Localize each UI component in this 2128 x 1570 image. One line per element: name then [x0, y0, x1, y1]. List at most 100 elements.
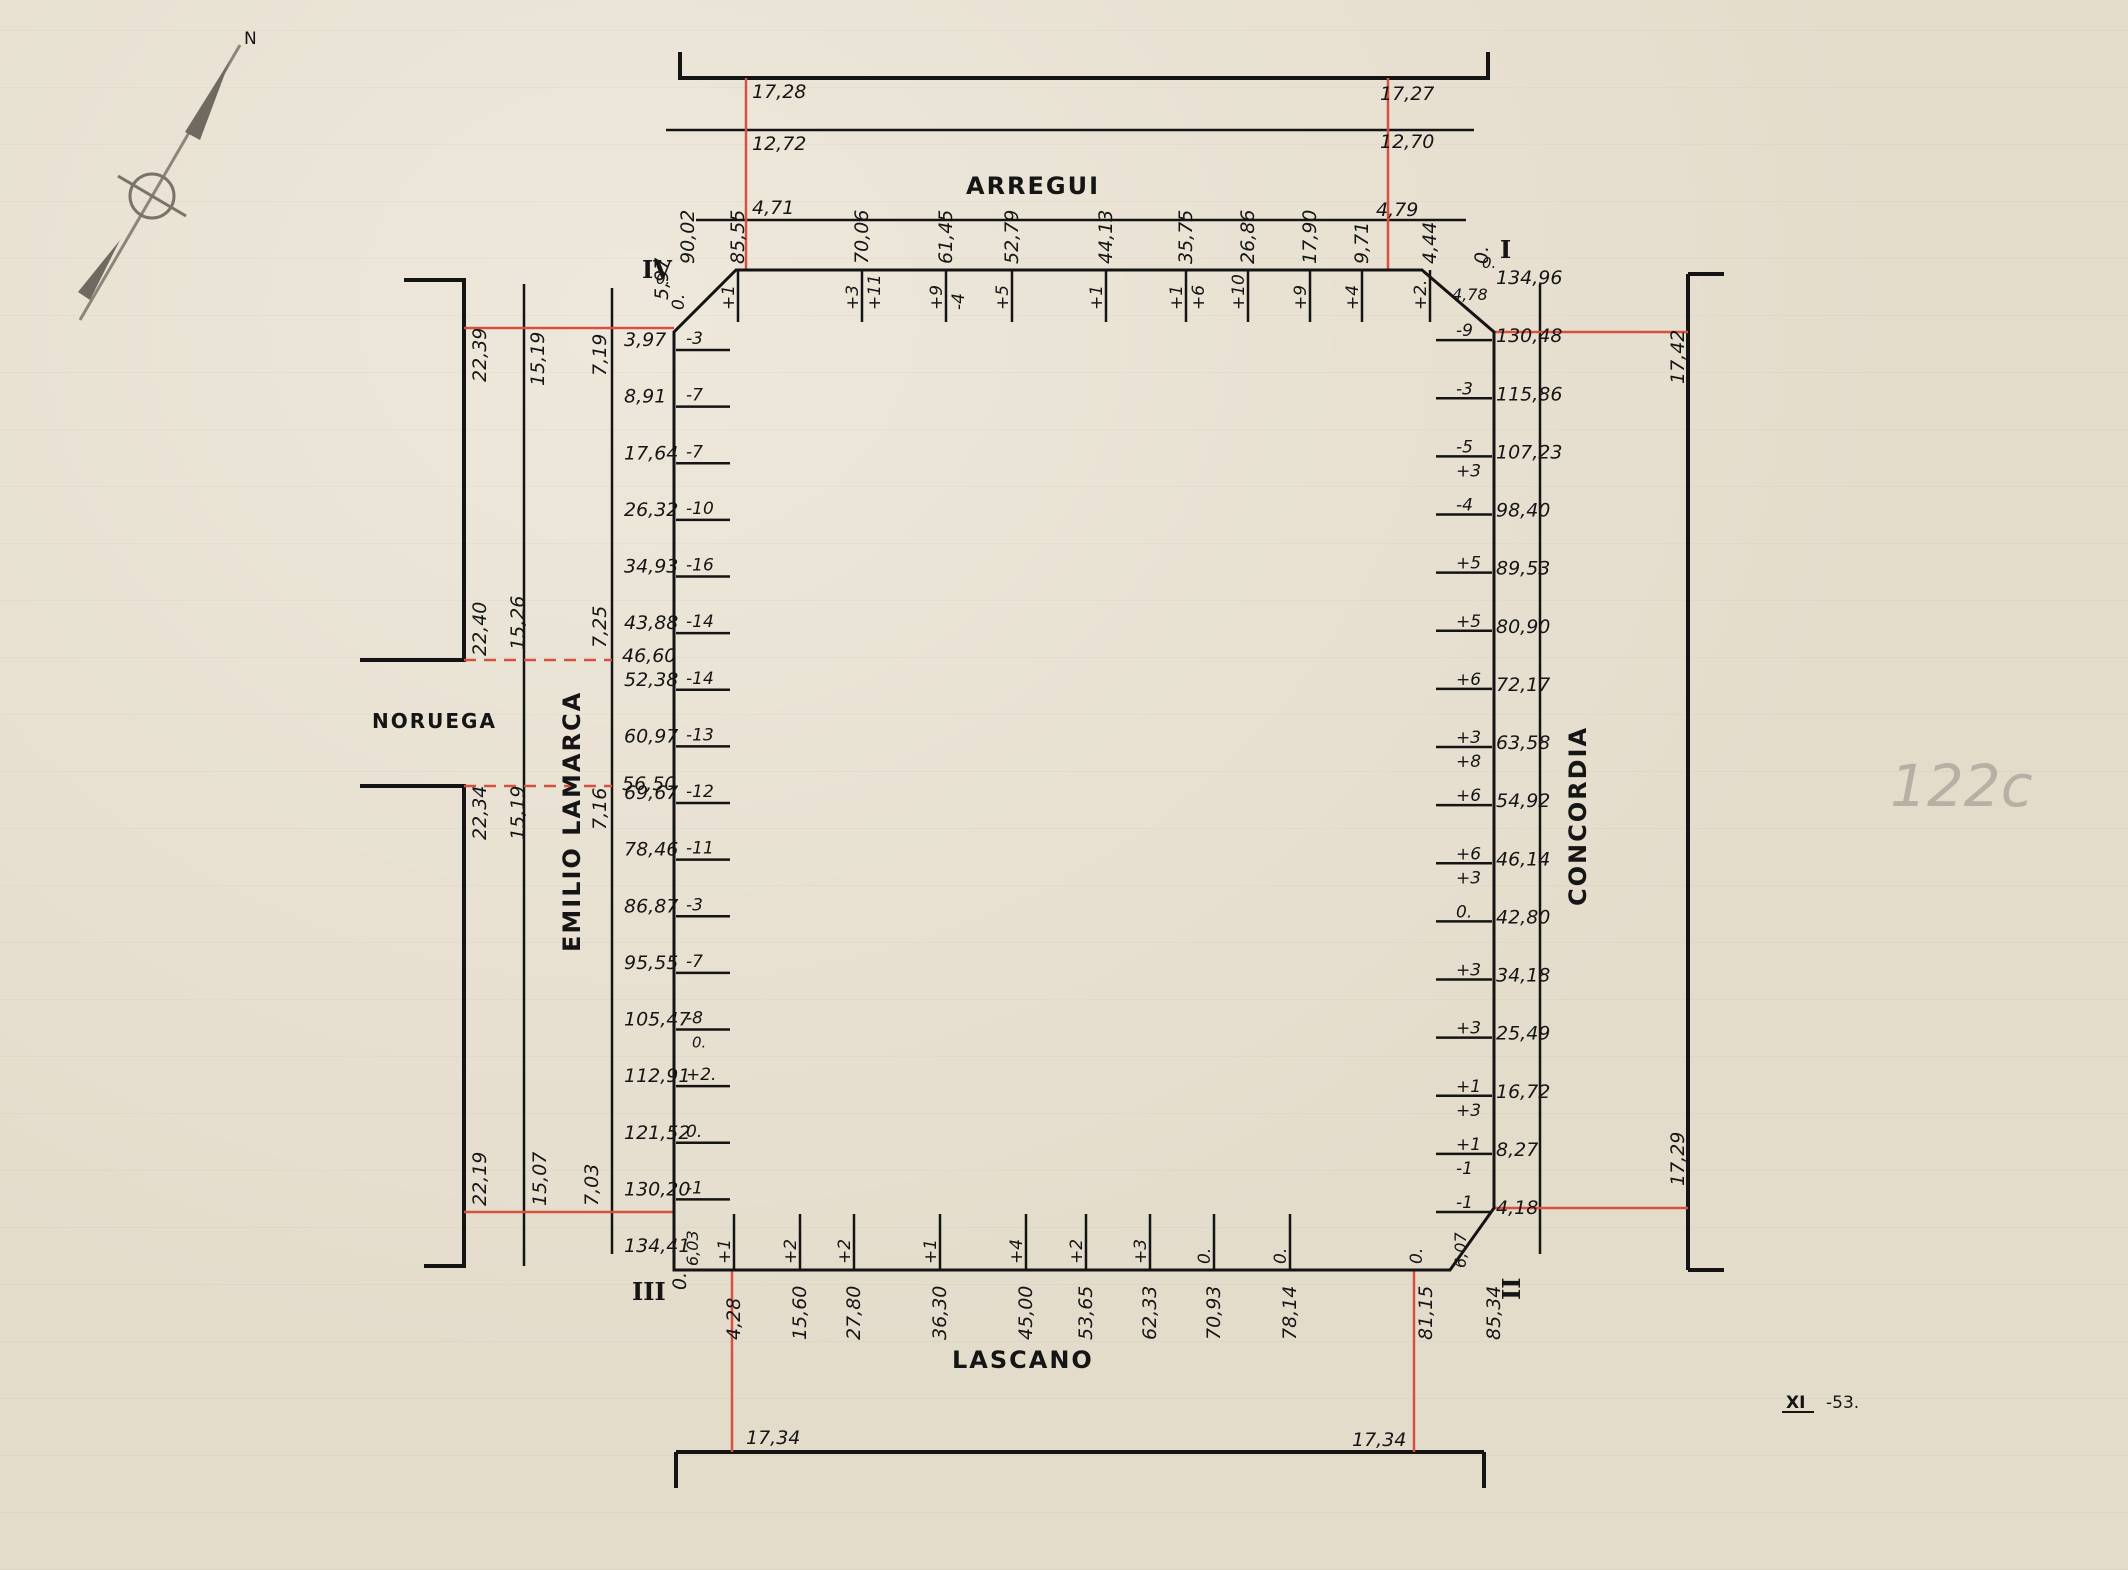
right-station-offset: +1 [1456, 1135, 1481, 1155]
right-station-offset: -4 [1456, 496, 1473, 516]
left-station-offset: -16 [686, 556, 714, 576]
top-station-dist: 44,13 [1095, 210, 1117, 264]
chamfer-ii: 6,07 [1451, 1232, 1470, 1268]
noruega-dash-lower: 56,50 [622, 773, 676, 795]
left-station-offset: -14 [686, 669, 714, 689]
left-station-dist: 121,52 [624, 1122, 690, 1144]
left-station-dist: 8,91 [624, 386, 666, 408]
lamarca-level-midlow-3: 7,16 [589, 788, 611, 830]
top-station-offset: +4 [1343, 285, 1363, 310]
corner-iv-label: IV [642, 255, 672, 284]
street-emilio-lamarca: EMILIO LAMARCA [558, 691, 586, 952]
bottom-station-dist: 81,15 [1415, 1286, 1437, 1340]
top-station-offset-2: -4 [949, 293, 969, 310]
top-station-dist: 26,86 [1237, 210, 1259, 264]
left-station-dist: 69,67 [624, 782, 678, 804]
arregui-level-right-1: 17,27 [1380, 83, 1434, 105]
left-station-dist: 86,87 [624, 895, 678, 917]
lamarca-level-top-3: 7,19 [589, 334, 611, 376]
right-side-stations: 134,96130,48-9115,86-3107,23-5+398,40-48… [1436, 267, 1562, 1219]
top-station-dist: 52,79 [1001, 210, 1023, 264]
bottom-station-offset: +2 [781, 1239, 801, 1264]
lamarca-level-bottom-1: 22,19 [469, 1152, 491, 1206]
top-station-dist: 4,44 [1419, 222, 1441, 264]
street-noruega: NORUEGA [372, 709, 497, 733]
top-station-dist: 70,06 [851, 210, 873, 264]
corner-iv-zero: 0. [656, 270, 670, 288]
right-station-dist: 42,80 [1496, 906, 1550, 928]
north-label: N [244, 29, 257, 49]
bottom-station-dist: 27,80 [843, 1286, 865, 1340]
left-station-offset: -13 [686, 725, 714, 745]
left-station-dist: 3,97 [624, 329, 666, 351]
left-station-dist: 52,38 [624, 669, 678, 691]
arregui-level-right-2: 12,70 [1380, 131, 1434, 153]
top-station-offset: 0. [669, 294, 689, 310]
top-station-offset: +9 [927, 285, 947, 310]
right-station-dist: 25,49 [1496, 1023, 1550, 1045]
left-station-dist: 112,91 [624, 1065, 690, 1087]
top-station-offset: +1 [1087, 285, 1107, 310]
lamarca-level-midup-3: 7,25 [589, 606, 611, 648]
lamarca-level-midup-1: 22,40 [469, 602, 491, 656]
top-station-offset: +3 [843, 285, 863, 310]
lamarca-level-top-1: 22,39 [469, 328, 491, 382]
lamarca-level-midlow-2: 15,19 [507, 786, 529, 840]
right-station-offset: 0. [1456, 902, 1472, 922]
chamfer-iii: 6,03 [683, 1230, 702, 1266]
left-station-offset: -3 [686, 329, 703, 349]
bottom-station-dist: 78,14 [1279, 1286, 1301, 1340]
concordia-level-bottom: 17,29 [1667, 1132, 1689, 1186]
street-arregui: ARREGUI [966, 172, 1100, 200]
left-station-offset: -10 [686, 499, 714, 519]
right-station-dist: 98,40 [1496, 500, 1550, 522]
right-station-dist: 54,92 [1496, 790, 1550, 812]
left-station-offset: -1 [686, 1178, 703, 1198]
lamarca-level-bottom-2: 15,07 [529, 1152, 551, 1206]
right-station-offset: +6 [1456, 844, 1481, 864]
left-station-offset: 0. [686, 1122, 702, 1142]
left-station-offset-2: 0. [692, 1034, 706, 1052]
right-station-offset: +3 [1456, 728, 1481, 748]
left-station-dist: 43,88 [624, 612, 678, 634]
right-station-dist: 63,58 [1496, 732, 1550, 754]
right-station-offset: +5 [1456, 612, 1481, 632]
block-outline [672, 268, 1496, 1272]
top-station-offset: +10 [1229, 274, 1249, 310]
top-station-offset: +5 [993, 285, 1013, 310]
left-station-offset: -7 [686, 386, 703, 406]
top-station-offset: +1 [1167, 285, 1187, 310]
left-station-offset: -12 [686, 782, 714, 802]
concordia-level-top: 17,42 [1667, 330, 1689, 384]
corner-ii-label: II [1497, 1278, 1526, 1300]
arregui-level-right-3: 4,79 [1376, 199, 1418, 221]
top-station-dist: 90,02 [677, 210, 699, 264]
right-station-dist: 16,72 [1496, 1081, 1550, 1103]
right-station-dist: 89,53 [1496, 558, 1550, 580]
corner-iii-label: III [632, 1277, 666, 1306]
left-station-dist: 78,46 [624, 839, 678, 861]
top-station-dist: 17,90 [1299, 210, 1321, 264]
bottom-station-offset: 0. [1407, 1248, 1427, 1264]
street-concordia: CONCORDIA [1564, 726, 1592, 906]
left-station-dist: 26,32 [624, 499, 678, 521]
top-station-dist: 35,75 [1175, 210, 1197, 264]
bottom-station-dist: 36,30 [929, 1286, 951, 1340]
left-station-dist: 60,97 [624, 725, 678, 747]
chamfer-iv: 5,97 [651, 258, 673, 300]
lamarca-level-bottom-3: 7,03 [581, 1164, 603, 1206]
left-station-offset: -14 [686, 612, 714, 632]
top-side-stations: 90,020.85,55+170,06+3+1161,45+9-452,79+5… [669, 210, 1493, 322]
street-lascano: LASCANO [952, 1346, 1094, 1374]
corner-iii-zero: 0. [669, 1272, 691, 1290]
right-station-offset-2: +3 [1456, 461, 1481, 481]
bottom-station-offset: +2 [1067, 1239, 1087, 1264]
right-station-offset: +5 [1456, 554, 1481, 574]
right-station-offset-2: -1 [1456, 1159, 1473, 1179]
left-station-offset: -7 [686, 952, 703, 972]
chamfer-i: 4,78 [1452, 285, 1488, 304]
bottom-station-dist: 62,33 [1139, 1286, 1161, 1340]
arregui-level-left-1: 17,28 [752, 81, 806, 103]
